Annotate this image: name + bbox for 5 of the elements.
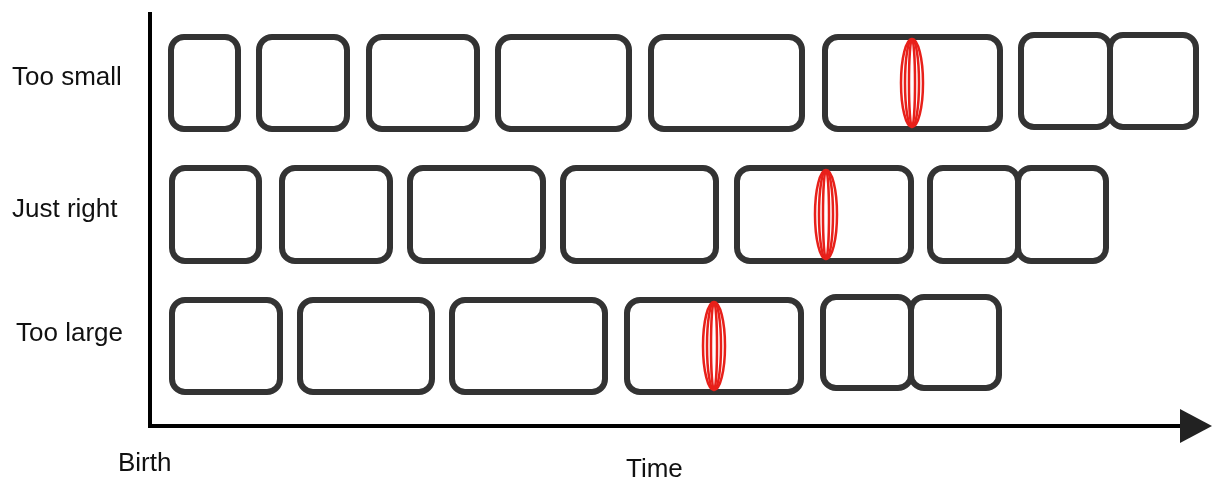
row-label: Too large <box>16 319 123 345</box>
row-label: Just right <box>12 195 118 221</box>
axis-label: Birth <box>118 449 172 475</box>
row-label: Too small <box>12 63 122 89</box>
axis-label: Time <box>626 455 683 481</box>
